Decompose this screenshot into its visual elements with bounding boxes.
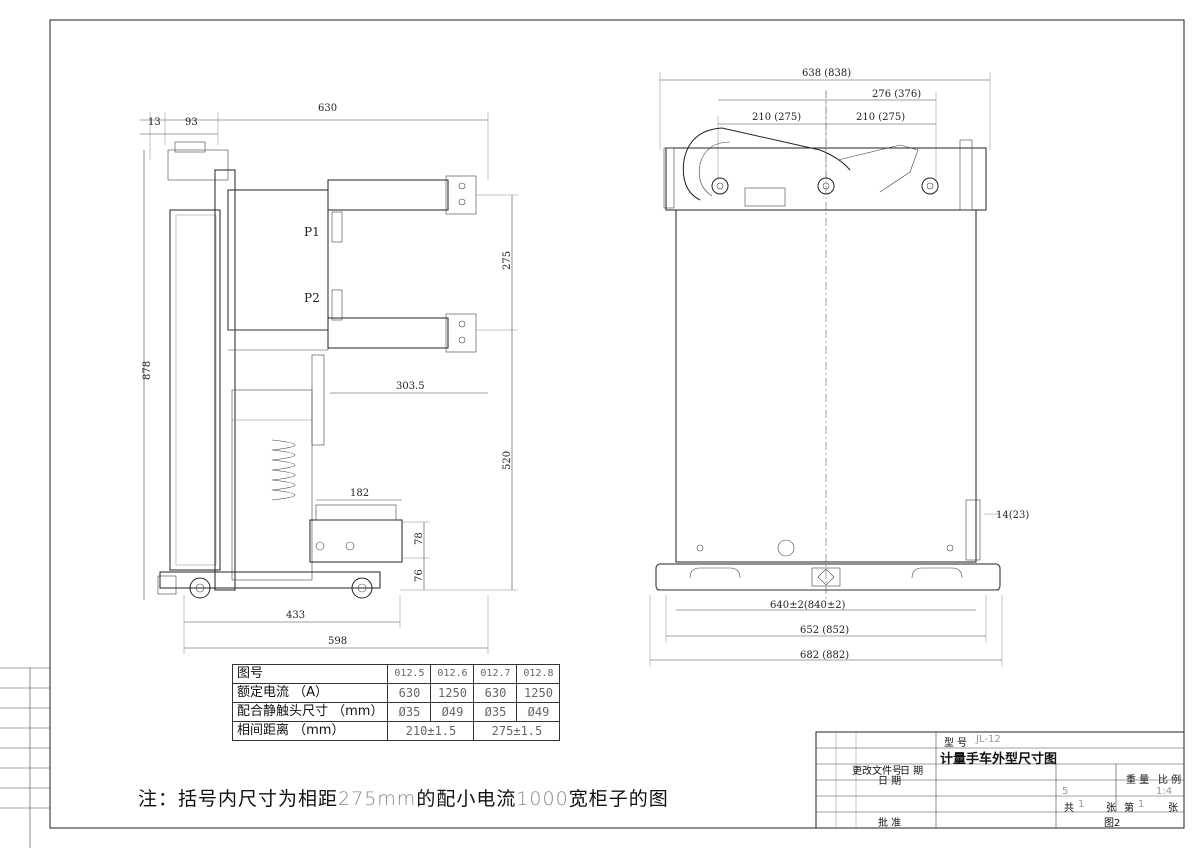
spec-cell: 1250 — [430, 683, 475, 703]
spec-header-col: 012.8 — [516, 664, 561, 684]
spec-cell: Ø49 — [516, 702, 561, 722]
dim-top-210-right: 210 (275) — [856, 112, 905, 123]
footnote: 注：括号内尺寸为相距275mm的配小电流1000宽柜子的图 — [138, 784, 669, 811]
tb-title: 计量手车外型尺寸图 — [940, 752, 1058, 767]
dim-top-13: 13 — [148, 117, 161, 128]
spec-cell: 210±1.5 — [387, 721, 475, 741]
spec-header-col: 012.6 — [430, 664, 475, 684]
spec-cell: Ø49 — [430, 702, 475, 722]
dim-top-630: 630 — [318, 103, 337, 114]
insulator-ribs — [271, 439, 296, 501]
spec-cell: Ø35 — [473, 702, 518, 722]
dim-bottom-652: 652 (852) — [800, 625, 849, 636]
dim-right-275: 275 — [502, 251, 513, 270]
spec-header-col: 012.5 — [387, 664, 432, 684]
tb-page-value: 1 — [1138, 799, 1145, 810]
tb-page-label: 第 — [1124, 803, 1134, 814]
dim-top-93: 93 — [185, 117, 198, 128]
spec-row-rated-current: 额定电流 （A） 630 1250 630 1250 — [231, 683, 561, 703]
note-prefix: 注：括号内尺寸为相距 — [138, 788, 339, 810]
note-mid: 的配小电流 — [416, 788, 517, 810]
drawing-frame — [0, 19, 1185, 848]
spec-cell: 630 — [387, 683, 432, 703]
dim-bottom-640: 640±2(840±2) — [770, 600, 846, 611]
side-view: 13 93 630 878 P1 P2 — [140, 103, 518, 654]
dim-top-276: 276 (376) — [872, 89, 921, 100]
dim-left-878: 878 — [142, 361, 153, 380]
spec-cell: Ø35 — [387, 702, 432, 722]
spec-row-label: 额定电流 （A） — [231, 683, 389, 703]
dim-bottom-433: 433 — [286, 610, 305, 621]
tb-change-doc: 更改文件号 — [852, 766, 902, 777]
tb-date1: 日 期 — [878, 776, 902, 787]
tb-weight-value: 5 — [1062, 786, 1069, 797]
dim-76: 76 — [414, 569, 425, 582]
spec-cell: 630 — [473, 683, 518, 703]
tb-model-label: 型 号 — [944, 738, 968, 749]
dim-top-210-left: 210 (275) — [752, 112, 801, 123]
label-p2: P2 — [304, 291, 320, 305]
dim-303-5: 303.5 — [396, 381, 425, 392]
spec-row-contact-size: 配合静触头尺寸 （mm） Ø35 Ø49 Ø35 Ø49 — [231, 702, 561, 722]
dim-top-638: 638 (838) — [802, 68, 851, 79]
spec-header-label: 图号 — [231, 664, 389, 684]
spec-row-label: 相间距离 （mm） — [231, 721, 389, 741]
tb-sheet-label-2: 张 — [1168, 803, 1178, 814]
tb-scale-value: 1:4 — [1156, 786, 1173, 797]
tb-approve: 批 准 — [878, 818, 902, 829]
spec-header-col: 012.7 — [473, 664, 518, 684]
dim-bottom-682: 682 (882) — [800, 650, 849, 661]
tb-total-label: 共 — [1064, 803, 1074, 814]
front-view: 638 (838) 276 (376) 210 (275) 210 (275) … — [649, 68, 1029, 666]
tb-fig-no: 图2 — [1104, 818, 1121, 829]
tb-weight: 重 量 — [1126, 775, 1150, 786]
note-distance: 275mm — [338, 788, 417, 810]
dim-side-14: 14(23) — [996, 510, 1029, 521]
note-suffix: 宽柜子的图 — [568, 788, 669, 810]
spec-row-label: 配合静触头尺寸 （mm） — [231, 702, 389, 722]
dim-right-520: 520 — [502, 451, 513, 470]
spec-table: 图号 012.5 012.6 012.7 012.8 额定电流 （A） 630 … — [231, 664, 561, 741]
dim-78: 78 — [414, 532, 425, 545]
tb-total-value: 1 — [1078, 799, 1085, 810]
dim-182: 182 — [350, 488, 369, 499]
dim-bottom-598: 598 — [328, 636, 347, 647]
note-width: 1000 — [516, 788, 569, 810]
title-block-frame — [815, 731, 1185, 829]
spec-header-row: 图号 012.5 012.6 012.7 012.8 — [231, 664, 561, 684]
spec-cell: 275±1.5 — [473, 721, 561, 741]
tb-sheet-label: 张 — [1106, 803, 1116, 814]
spec-cell: 1250 — [516, 683, 561, 703]
label-p1: P1 — [304, 225, 320, 239]
tb-model-value: JL-12 — [976, 734, 1001, 745]
spec-row-phase-distance: 相间距离 （mm） 210±1.5 275±1.5 — [231, 721, 561, 741]
tb-date2: 日 期 — [900, 766, 924, 777]
tb-scale-label: 比 例 — [1158, 775, 1182, 786]
